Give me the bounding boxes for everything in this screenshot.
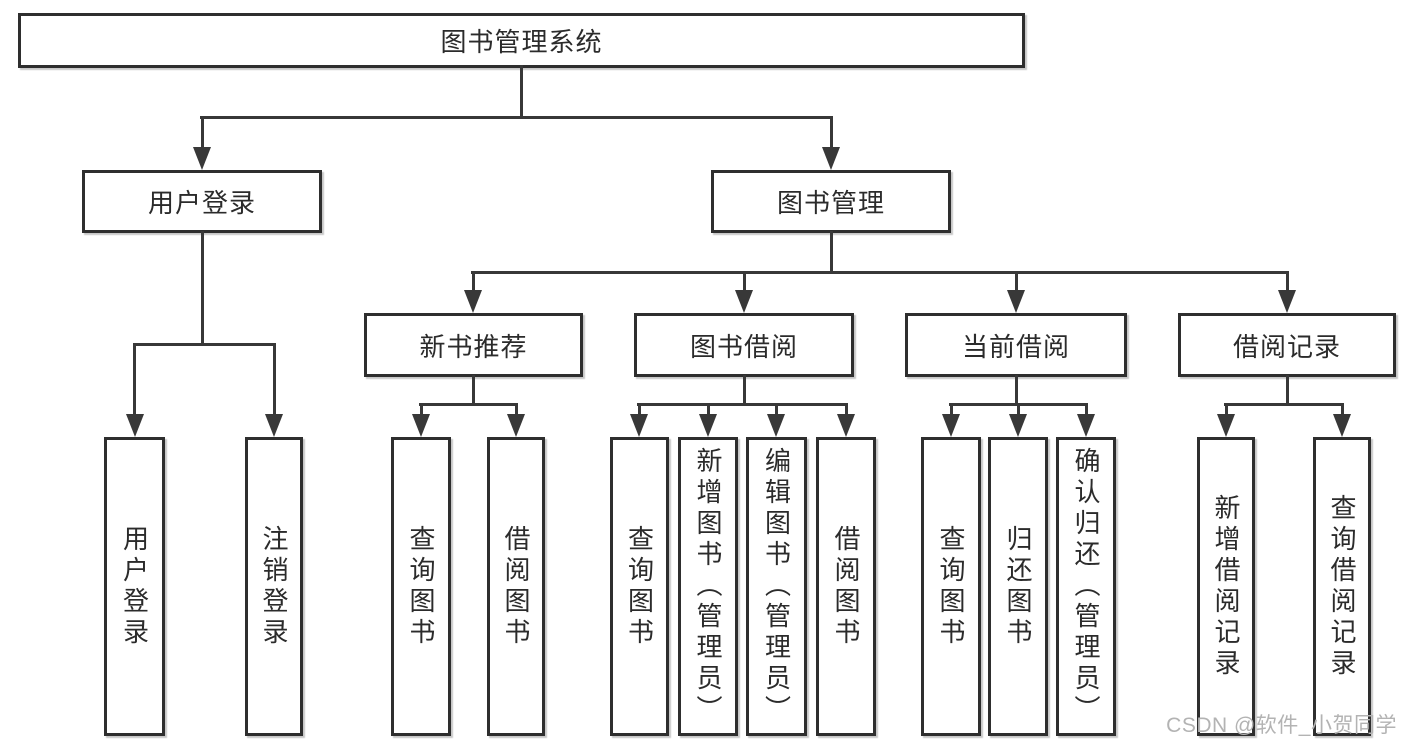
connector-line <box>1085 403 1088 416</box>
connector-line <box>1015 271 1018 293</box>
leaf-label: 借阅图书 <box>831 524 861 649</box>
leaf-label: 注销登录 <box>259 524 289 649</box>
connector-line <box>133 343 276 346</box>
connector-line <box>1015 375 1018 405</box>
leaf-label: 查询图书 <box>406 524 436 649</box>
arrowhead-down-icon <box>767 414 785 437</box>
node-label: 图书管理 <box>776 188 885 218</box>
connector-line <box>471 271 1289 274</box>
arrowhead-down-icon <box>837 414 855 437</box>
arrowhead-down-icon <box>1077 414 1095 437</box>
leaf-current-query-books: 查询图书 <box>921 437 981 736</box>
arrowhead-down-icon <box>412 414 430 437</box>
arrowhead-down-icon <box>1278 290 1296 313</box>
connector-line <box>133 343 136 416</box>
connector-line <box>638 403 641 416</box>
leaf-borrow-edit-books-admin: 编辑图书（管理员） <box>746 437 807 736</box>
connector-line <box>515 403 518 416</box>
connector-line <box>273 343 276 416</box>
arrowhead-down-icon <box>735 290 753 313</box>
connector-line <box>845 403 848 416</box>
node-user-login: 用户登录 <box>82 170 322 233</box>
leaf-records-add-record: 新增借阅记录 <box>1197 437 1255 736</box>
connector-line <box>1286 271 1289 293</box>
node-current-borrowing: 当前借阅 <box>905 313 1127 377</box>
leaf-borrow-add-books-admin: 新增图书（管理员） <box>678 437 738 736</box>
leaf-label: 查询图书 <box>624 524 655 649</box>
node-label: 用户登录 <box>147 188 256 218</box>
connector-line <box>1341 403 1344 416</box>
connector-line <box>775 403 778 416</box>
leaf-rec-query-books: 查询图书 <box>391 437 451 736</box>
leaf-label: 确认归还（管理员） <box>1071 447 1101 726</box>
leaf-label: 查询借阅记录 <box>1327 493 1357 680</box>
leaf-label: 用户登录 <box>119 524 150 649</box>
node-borrowing-records: 借阅记录 <box>1178 313 1396 377</box>
connector-line <box>949 403 1088 406</box>
arrowhead-down-icon <box>699 414 717 437</box>
arrowhead-down-icon <box>942 414 960 437</box>
node-label: 图书借阅 <box>689 331 798 362</box>
leaf-label: 查询图书 <box>936 524 966 649</box>
connector-line <box>200 116 833 119</box>
leaf-label: 新增图书（管理员） <box>693 447 723 726</box>
leaf-user-login: 用户登录 <box>104 437 165 736</box>
leaf-logout: 注销登录 <box>245 437 303 736</box>
connector-line <box>637 403 848 406</box>
connector-line <box>201 116 204 152</box>
node-book-management-system: 图书管理系统 <box>18 13 1025 68</box>
arrowhead-down-icon <box>507 414 525 437</box>
arrowhead-down-icon <box>1217 414 1235 437</box>
node-label: 借阅记录 <box>1232 331 1341 362</box>
arrowhead-down-icon <box>1333 414 1351 437</box>
node-book-borrowing: 图书借阅 <box>634 313 854 377</box>
arrowhead-down-icon <box>630 414 648 437</box>
connector-line <box>830 116 833 152</box>
node-label: 当前借阅 <box>961 331 1070 362</box>
connector-line <box>201 231 204 345</box>
connector-line <box>520 65 523 118</box>
leaf-borrow-query-books: 查询图书 <box>610 437 669 736</box>
arrowhead-down-icon <box>193 147 211 170</box>
leaf-current-return-books: 归还图书 <box>988 437 1048 736</box>
arrowhead-down-icon <box>265 414 283 437</box>
node-label: 新书推荐 <box>419 331 528 362</box>
connector-line <box>419 403 518 406</box>
connector-line <box>472 375 475 405</box>
arrowhead-down-icon <box>1007 290 1025 313</box>
node-label: 图书管理系统 <box>440 27 603 57</box>
leaf-label: 归还图书 <box>1003 524 1033 649</box>
connector-line <box>743 375 746 405</box>
connector-line <box>1225 403 1228 416</box>
connector-line <box>743 271 746 293</box>
connector-line <box>1017 403 1020 416</box>
leaf-label: 新增借阅记录 <box>1211 493 1241 680</box>
arrowhead-down-icon <box>1009 414 1027 437</box>
node-book-management: 图书管理 <box>711 170 951 233</box>
leaf-label: 编辑图书（管理员） <box>761 447 792 726</box>
connector-line <box>707 403 710 416</box>
leaf-borrow-borrow-books: 借阅图书 <box>816 437 876 736</box>
leaf-label: 借阅图书 <box>501 524 531 649</box>
connector-line <box>1224 403 1344 406</box>
leaf-rec-borrow-books: 借阅图书 <box>487 437 545 736</box>
arrowhead-down-icon <box>822 147 840 170</box>
leaf-current-confirm-return-admin: 确认归还（管理员） <box>1056 437 1116 736</box>
connector-line <box>472 271 475 293</box>
connector-line <box>1286 375 1289 405</box>
connector-line <box>420 403 423 416</box>
leaf-records-query-record: 查询借阅记录 <box>1313 437 1371 736</box>
arrowhead-down-icon <box>464 290 482 313</box>
node-new-book-recommend: 新书推荐 <box>364 313 583 377</box>
csdn-watermark: CSDN @软件_小贺同学 <box>1166 714 1397 737</box>
connector-line <box>950 403 953 416</box>
connector-line <box>830 231 833 273</box>
arrowhead-down-icon <box>126 414 144 437</box>
